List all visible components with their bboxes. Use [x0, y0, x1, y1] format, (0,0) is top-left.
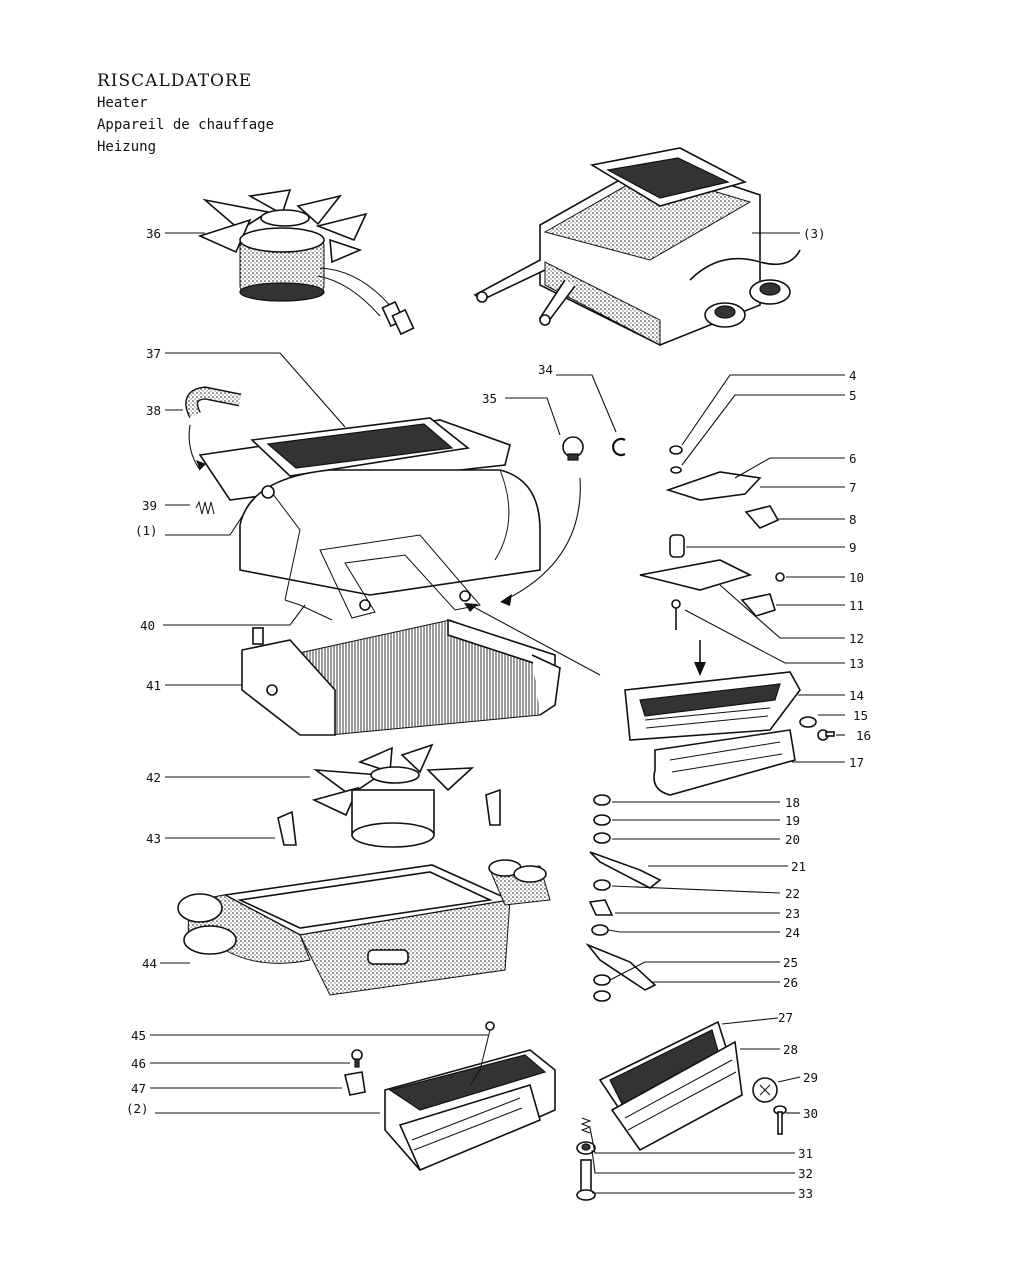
callout-20: 20	[785, 832, 800, 847]
callout-31: 31	[798, 1146, 813, 1161]
vent-grille-icon	[624, 671, 801, 741]
title-block: RISCALDATORE Heater Appareil de chauffag…	[97, 70, 274, 158]
spring-icon	[195, 500, 215, 515]
callout-18: 18	[785, 795, 800, 810]
hose-icon	[185, 386, 242, 471]
callout-47: 47	[131, 1081, 146, 1096]
callout-1: (1)	[135, 523, 158, 538]
callout-33: 33	[798, 1186, 813, 1201]
callout-4: 4	[849, 368, 857, 383]
callout-29: 29	[803, 1070, 818, 1085]
callout-36: 36	[146, 226, 161, 241]
heater-unit-assembly-icon	[473, 147, 801, 346]
callout-40: 40	[140, 618, 155, 633]
callout-39: 39	[142, 498, 157, 513]
washer-stack-icon	[585, 794, 662, 1002]
title-english: Heater	[97, 95, 148, 111]
callout-46: 46	[131, 1056, 146, 1071]
radiator-core-icon	[241, 618, 561, 736]
trim-plate-icon	[653, 729, 796, 796]
callout-25: 25	[783, 955, 798, 970]
callout-42: 42	[146, 770, 161, 785]
callout-2: (2)	[126, 1101, 149, 1116]
callout-9: 9	[849, 540, 857, 555]
outlet-frame-icon	[598, 1020, 743, 1152]
small-parts-upper-icon	[639, 445, 785, 676]
callout-44: 44	[142, 956, 157, 971]
callout-10: 10	[849, 570, 864, 585]
callout-26: 26	[783, 975, 798, 990]
callout-5: 5	[849, 388, 857, 403]
callout-34: 34	[538, 362, 553, 377]
callout-23: 23	[785, 906, 800, 921]
callout-8: 8	[849, 512, 857, 527]
leader-lines	[150, 232, 845, 1194]
callout-17: 17	[849, 755, 864, 770]
callout-37: 37	[146, 346, 161, 361]
pin-assembly-icon	[576, 1117, 596, 1201]
callout-3: (3)	[803, 226, 826, 241]
outlet-assembly-icon	[384, 1021, 556, 1172]
assembly-arrow-icon	[464, 477, 601, 676]
cap-round-icon	[752, 1077, 778, 1103]
callout-27: 27	[778, 1010, 793, 1025]
callout-7: 7	[849, 480, 857, 495]
fan-icon	[311, 743, 501, 848]
callout-13: 13	[849, 656, 864, 671]
callout-11: 11	[849, 598, 864, 613]
callout-14: 14	[849, 688, 864, 703]
heater-housing-icon	[198, 417, 541, 621]
callout-43: 43	[146, 831, 161, 846]
cap-icon	[562, 436, 584, 461]
callout-30: 30	[803, 1106, 818, 1121]
clip-icon	[612, 437, 626, 457]
lower-housing-icon	[177, 859, 551, 996]
callout-15: 15	[853, 708, 868, 723]
callout-19: 19	[785, 813, 800, 828]
callout-6: 6	[849, 451, 857, 466]
callout-45: 45	[131, 1028, 146, 1043]
callout-41: 41	[146, 678, 161, 693]
clip-bracket-icon	[277, 810, 297, 846]
callout-24: 24	[785, 925, 800, 940]
screw-long-icon	[773, 1105, 787, 1135]
title-italian: RISCALDATORE	[97, 71, 253, 91]
callout-28: 28	[783, 1042, 798, 1057]
callout-12: 12	[849, 631, 864, 646]
fan-motor-assembly-icon	[197, 189, 415, 336]
screw-icon	[351, 1049, 363, 1068]
title-german: Heizung	[97, 139, 157, 155]
callout-32: 32	[798, 1166, 813, 1181]
callout-labels: 36 (3) 37 38 39 (1) 40 41 42 43 44 45 46…	[126, 226, 871, 1201]
callout-22: 22	[785, 886, 800, 901]
callout-16: 16	[856, 728, 871, 743]
callout-35: 35	[482, 391, 497, 406]
callout-38: 38	[146, 403, 161, 418]
callout-21: 21	[791, 859, 806, 874]
title-french: Appareil de chauffage	[97, 117, 275, 133]
clip-small-icon	[344, 1071, 366, 1096]
fastener-icon	[799, 716, 835, 741]
